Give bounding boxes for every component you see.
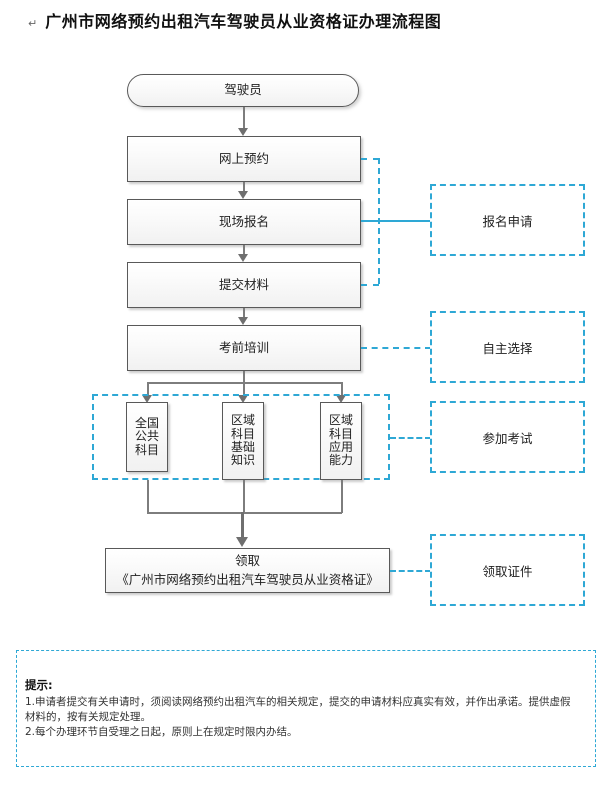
stage-tag-collect-label: 领取证件: [482, 563, 533, 579]
exam1-line2: 公共: [134, 429, 159, 444]
connector-exam-mid-drop: [243, 382, 245, 399]
node-step-pre-exam-training[interactable]: 考前培训: [127, 325, 361, 371]
page-title-text: 广州市网络预约出租汽车驾驶员从业资格证办理流程图: [45, 12, 442, 31]
note-line-2: 材料的，按有关规定处理。: [25, 711, 151, 724]
node-exam-3-label: 区域 科目 应用 能力: [328, 413, 353, 468]
connector-exam-bus: [147, 382, 342, 384]
arrowhead-step3: [238, 254, 248, 262]
exam3-line1: 区域: [328, 413, 353, 428]
exam2-line3: 基础: [230, 440, 255, 454]
pilcrow-icon: ↵: [28, 17, 38, 30]
exam3-line3: 应用: [328, 440, 353, 454]
node-start[interactable]: 驾驶员: [127, 74, 359, 107]
connector-step4-down: [243, 371, 245, 383]
connector-step1-to-step2: [243, 182, 245, 195]
note-line-3: 2.每个办理环节自受理之日起，原则上在规定时限内办结。: [25, 726, 298, 739]
connector-step3-to-step4: [243, 308, 245, 321]
connector-exam2-down: [243, 480, 245, 513]
arrowhead-step4: [238, 317, 248, 325]
node-final-collect-certificate[interactable]: 领取 《广州市网络预约出租汽车驾驶员从业资格证》: [105, 548, 390, 593]
exam2-line1: 区域: [230, 413, 255, 428]
node-start-label: 驾驶员: [224, 82, 262, 98]
connector-merge-to-final: [241, 512, 244, 540]
node-step-online-booking[interactable]: 网上预约: [127, 136, 361, 182]
node-step-3-label: 提交材料: [218, 276, 269, 292]
node-step-onsite-registration[interactable]: 现场报名: [127, 199, 361, 245]
stage-tag-exam-label: 参加考试: [482, 430, 533, 446]
cyan-link-stage-exam: [390, 437, 431, 439]
cyan-link-stage-collect: [390, 570, 431, 572]
arrowhead-exam-3: [336, 395, 346, 403]
arrowhead-exam-1: [142, 395, 152, 403]
cyan-link-stage-apply: [361, 220, 430, 222]
node-step-1-label: 网上预约: [218, 150, 269, 166]
exam2-line4: 知识: [230, 453, 255, 468]
connector-exam1-down: [147, 480, 149, 513]
node-final-line1: 领取: [234, 552, 260, 568]
cyan-link-step3: [361, 284, 379, 286]
note-line-1: 1.申请者提交有关申请时，须阅读网络预约出租汽车的相关规定，提交的申请材料应真实…: [25, 696, 571, 708]
arrowhead-step1: [238, 128, 248, 136]
connector-exam-left-drop: [147, 382, 149, 399]
connector-merge-bus: [147, 512, 342, 514]
exam1-line3: 科目: [134, 442, 159, 457]
node-step-submit-materials[interactable]: 提交材料: [127, 262, 361, 308]
cyan-link-step1: [361, 158, 379, 160]
exam3-line4: 能力: [328, 453, 353, 468]
arrowhead-step2: [238, 191, 248, 199]
cyan-link-stage-choice: [361, 347, 431, 349]
arrowhead-exam-2: [238, 395, 248, 403]
connector-start-to-step1: [243, 107, 245, 132]
arrowhead-final: [236, 537, 248, 547]
stage-tag-exam[interactable]: 参加考试: [430, 401, 585, 473]
node-exam-national-public[interactable]: 全国 公共 科目: [126, 402, 168, 472]
node-exam-regional-basic[interactable]: 区域 科目 基础 知识: [222, 402, 264, 480]
stage-tag-apply-label: 报名申请: [482, 213, 533, 229]
exam3-line2: 科目: [328, 426, 353, 441]
exam1-line1: 全国: [134, 415, 159, 430]
node-final-line2: 《广州市网络预约出租汽车驾驶员从业资格证》: [116, 571, 379, 587]
exam2-line2: 科目: [230, 426, 255, 441]
page-title: ↵ 广州市网络预约出租汽车驾驶员从业资格证办理流程图: [28, 8, 441, 32]
connector-exam3-down: [341, 480, 343, 513]
stage-tag-choice[interactable]: 自主选择: [430, 311, 585, 383]
node-exam-1-label: 全国 公共 科目: [134, 415, 159, 457]
connector-step2-to-step3: [243, 245, 245, 258]
node-step-4-label: 考前培训: [218, 339, 269, 355]
note-box: 提示: 1.申请者提交有关申请时，须阅读网络预约出租汽车的相关规定，提交的申请材…: [16, 650, 596, 767]
stage-tag-apply[interactable]: 报名申请: [430, 184, 585, 256]
node-step-2-label: 现场报名: [218, 213, 269, 229]
stage-tag-collect[interactable]: 领取证件: [430, 534, 585, 606]
stage-tag-choice-label: 自主选择: [482, 340, 533, 356]
node-final-text: 领取 《广州市网络预约出租汽车驾驶员从业资格证》: [116, 552, 379, 590]
node-exam-2-label: 区域 科目 基础 知识: [230, 413, 255, 468]
note-title: 提示:: [25, 678, 53, 692]
node-exam-regional-application[interactable]: 区域 科目 应用 能力: [320, 402, 362, 480]
connector-exam-right-drop: [341, 382, 343, 399]
